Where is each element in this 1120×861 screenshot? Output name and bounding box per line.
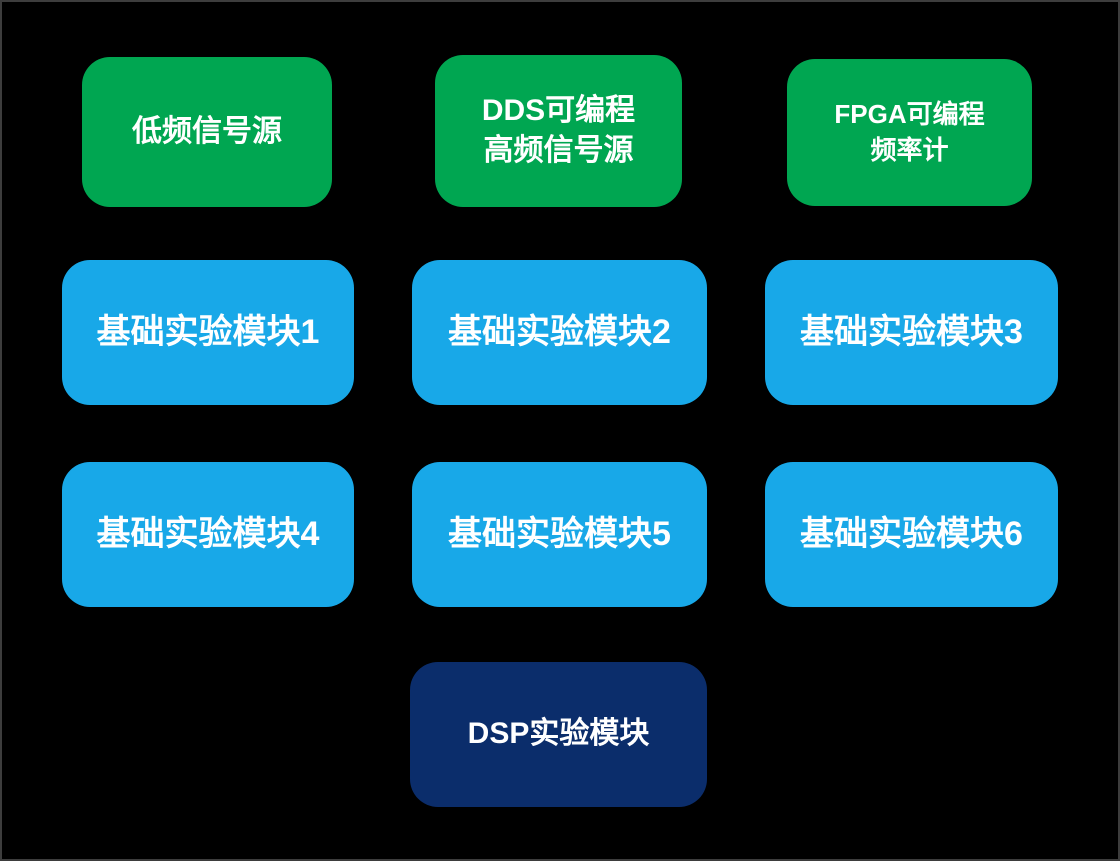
block-dsp-experiment-module: DSP实验模块 bbox=[410, 662, 707, 807]
block-label: FPGA可编程 频率计 bbox=[834, 99, 985, 165]
block-low-freq-signal-source: 低频信号源 bbox=[82, 57, 332, 207]
block-label: 基础实验模块3 bbox=[800, 312, 1023, 351]
block-dds-programmable-hf-signal-source: DDS可编程 高频信号源 bbox=[435, 55, 682, 207]
block-label: 基础实验模块5 bbox=[448, 514, 671, 553]
block-label: DSP实验模块 bbox=[467, 717, 650, 751]
block-basic-experiment-module-3: 基础实验模块3 bbox=[765, 260, 1058, 405]
block-basic-experiment-module-5: 基础实验模块5 bbox=[412, 462, 707, 607]
block-basic-experiment-module-1: 基础实验模块1 bbox=[62, 260, 354, 405]
block-label: 基础实验模块4 bbox=[96, 514, 320, 553]
block-label: 基础实验模块2 bbox=[448, 312, 671, 351]
block-fpga-programmable-frequency-counter: FPGA可编程 频率计 bbox=[787, 59, 1032, 206]
block-label: 基础实验模块6 bbox=[800, 514, 1023, 553]
block-basic-experiment-module-6: 基础实验模块6 bbox=[765, 462, 1058, 607]
block-basic-experiment-module-2: 基础实验模块2 bbox=[412, 260, 707, 405]
block-basic-experiment-module-4: 基础实验模块4 bbox=[62, 462, 354, 607]
block-label: 基础实验模块1 bbox=[96, 312, 320, 351]
block-label: 低频信号源 bbox=[132, 114, 282, 148]
block-label: DDS可编程 高频信号源 bbox=[481, 93, 636, 168]
